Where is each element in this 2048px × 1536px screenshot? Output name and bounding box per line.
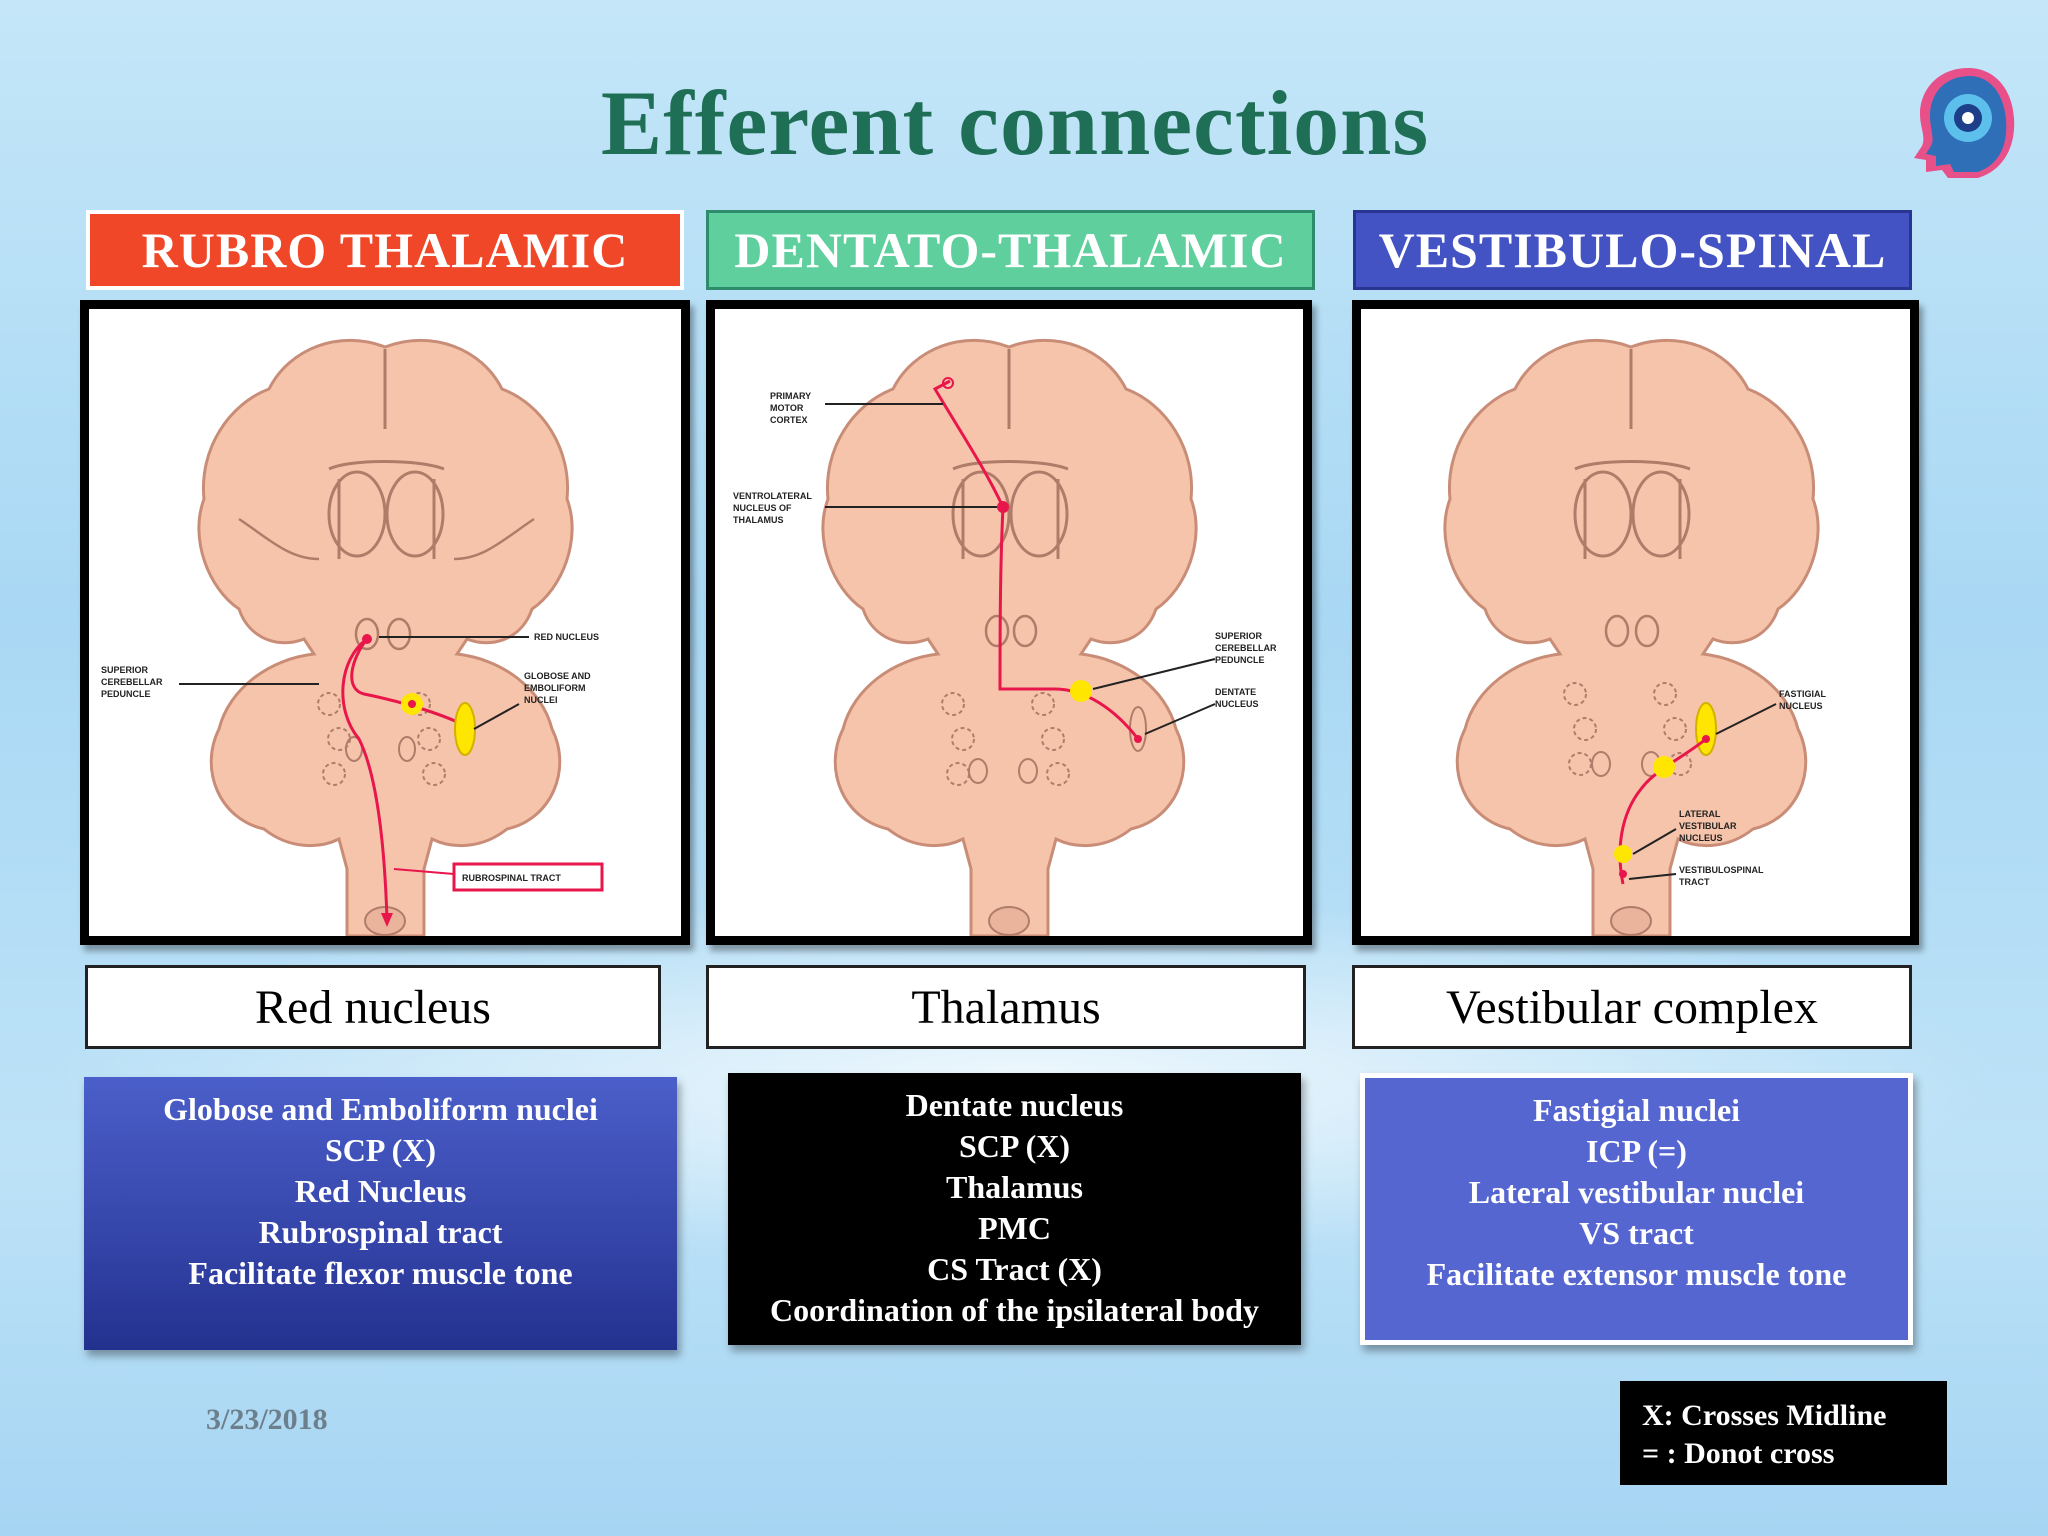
info-line: ICP (=) bbox=[1586, 1133, 1687, 1169]
label-scp-3: PEDUNCLE bbox=[1215, 655, 1265, 665]
brain-outline bbox=[821, 338, 1198, 936]
dentato-pathway bbox=[932, 377, 1147, 752]
info-line: Facilitate flexor muscle tone bbox=[188, 1255, 573, 1291]
header-rubro-thalamic: RUBRO THALAMIC bbox=[86, 210, 684, 290]
legend-line-cross: X: Crosses Midline bbox=[1642, 1399, 1887, 1432]
label-dentate-1: DENTATE bbox=[1215, 687, 1256, 697]
label-lvn-2: VESTIBULAR bbox=[1679, 821, 1737, 831]
label-vst-2: TRACT bbox=[1679, 877, 1710, 887]
label-scp-2: CEREBELLAR bbox=[1215, 643, 1277, 653]
info-line: Dentate nucleus bbox=[905, 1087, 1124, 1123]
info-line: Globose and Emboliform nuclei bbox=[163, 1091, 598, 1127]
label-pmc-2: MOTOR bbox=[770, 403, 804, 413]
brain-outline bbox=[197, 338, 574, 936]
target-red-nucleus: Red nucleus bbox=[85, 965, 661, 1049]
slide-title: Efferent connections bbox=[600, 72, 1430, 174]
info-line: Lateral vestibular nuclei bbox=[1468, 1174, 1805, 1210]
info-line: Rubrospinal tract bbox=[258, 1214, 503, 1250]
info-line: VS tract bbox=[1579, 1215, 1694, 1251]
label-rubrospinal-tract: RUBROSPINAL TRACT bbox=[462, 873, 561, 883]
target-vestibular-complex: Vestibular complex bbox=[1352, 965, 1912, 1049]
slide-date: 3/23/2018 bbox=[206, 1403, 328, 1436]
info-line: Fastigial nuclei bbox=[1532, 1092, 1741, 1128]
label-lvn-3: NUCLEUS bbox=[1679, 833, 1723, 843]
header-dentato-thalamic: DENTATO-THALAMIC bbox=[706, 210, 1315, 290]
label-vl-3: THALAMUS bbox=[733, 515, 784, 525]
label-globose-3: NUCLEI bbox=[524, 695, 558, 705]
label-dentate-2: NUCLEUS bbox=[1215, 699, 1259, 709]
label-red-nucleus: RED NUCLEUS bbox=[534, 632, 599, 642]
info-line: Red Nucleus bbox=[294, 1173, 467, 1209]
label-globose-2: EMBOLIFORM bbox=[524, 683, 586, 693]
info-box-dentato-thalamic: Dentate nucleus SCP (X) Thalamus PMC CS … bbox=[728, 1073, 1301, 1345]
info-line: Facilitate extensor muscle tone bbox=[1426, 1256, 1847, 1292]
info-box-vestibulo-spinal: Fastigial nuclei ICP (=) Lateral vestibu… bbox=[1360, 1073, 1913, 1345]
head-profile-logo-icon bbox=[1914, 68, 2015, 178]
info-line: PMC bbox=[978, 1210, 1051, 1246]
vestibulo-pathway bbox=[1614, 702, 1717, 885]
dentato-thalamic-diagram: PRIMARY MOTOR CORTEX VENTROLATERAL NUCLE… bbox=[706, 300, 1312, 945]
brain-outline bbox=[1443, 338, 1820, 936]
header-vestibulo-spinal: VESTIBULO-SPINAL bbox=[1353, 210, 1912, 290]
label-fastigial-2: NUCLEUS bbox=[1779, 701, 1823, 711]
info-line: SCP (X) bbox=[324, 1132, 437, 1168]
info-line: Coordination of the ipsilateral body bbox=[770, 1292, 1259, 1328]
label-scp-3: PEDUNCLE bbox=[101, 689, 151, 699]
label-fastigial-1: FASTIGIAL bbox=[1779, 689, 1827, 699]
label-pmc-3: CORTEX bbox=[770, 415, 808, 425]
label-vl-1: VENTROLATERAL bbox=[733, 491, 812, 501]
legend-line-no-cross: = : Donot cross bbox=[1642, 1437, 1835, 1470]
vestibulo-spinal-diagram: FASTIGIAL NUCLEUS LATERAL VESTIBULAR NUC… bbox=[1352, 300, 1919, 945]
label-vst-1: VESTIBULOSPINAL bbox=[1679, 865, 1764, 875]
info-line: SCP (X) bbox=[958, 1128, 1071, 1164]
label-pmc-1: PRIMARY bbox=[770, 391, 811, 401]
label-globose-1: GLOBOSE AND bbox=[524, 671, 591, 681]
label-scp-2: CEREBELLAR bbox=[101, 677, 163, 687]
info-line: CS Tract (X) bbox=[927, 1251, 1102, 1287]
rubro-thalamic-diagram: RED NUCLEUS GLOBOSE AND EMBOLIFORM NUCLE… bbox=[80, 300, 690, 945]
target-thalamus: Thalamus bbox=[706, 965, 1306, 1049]
label-scp-1: SUPERIOR bbox=[101, 665, 149, 675]
info-line: Thalamus bbox=[946, 1169, 1083, 1205]
legend-box: X: Crosses Midline = : Donot cross bbox=[1620, 1381, 1947, 1485]
label-lvn-1: LATERAL bbox=[1679, 809, 1721, 819]
info-box-rubro-thalamic: Globose and Emboliform nuclei SCP (X) Re… bbox=[84, 1077, 677, 1350]
label-vl-2: NUCLEUS OF bbox=[733, 503, 792, 513]
label-scp-1: SUPERIOR bbox=[1215, 631, 1263, 641]
